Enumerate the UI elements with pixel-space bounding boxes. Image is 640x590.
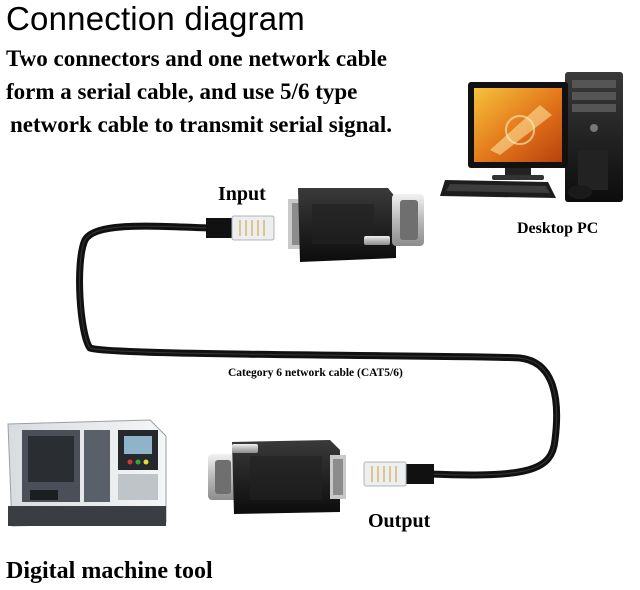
description-line-2: form a serial cable, and use 5/6 type	[6, 79, 358, 104]
description-line-3: network cable to transmit serial signal.	[10, 112, 393, 137]
description: Two connectors and one network cable for…	[6, 42, 392, 141]
desktop-pc-icon	[440, 72, 623, 202]
cable-label: Category 6 network cable (CAT5/6)	[228, 367, 403, 379]
description-line-1: Two connectors and one network cable	[6, 46, 387, 71]
output-adapter-icon	[208, 440, 346, 514]
rj45-plug-input-icon	[206, 215, 275, 241]
diagram-title: Connection diagram	[6, 0, 305, 37]
cnc-machine-icon	[7, 419, 167, 527]
output-label: Output	[368, 510, 431, 532]
network-cable	[76, 222, 561, 479]
machine-tool-label: Digital machine tool	[6, 558, 213, 584]
input-label: Input	[218, 183, 266, 205]
input-adapter-icon	[288, 188, 424, 262]
desktop-pc-label: Desktop PC	[517, 220, 599, 237]
rj45-plug-output-icon	[363, 461, 434, 487]
